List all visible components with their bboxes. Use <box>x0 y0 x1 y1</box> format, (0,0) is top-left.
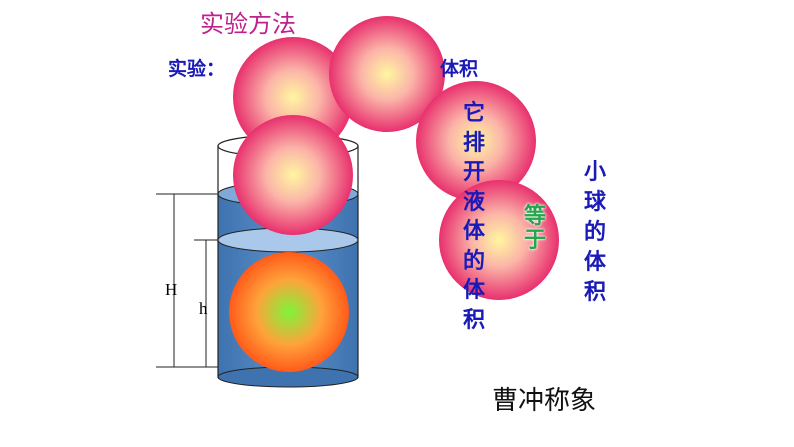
ball-volume-text: 小 球 的 体 积 <box>584 162 606 312</box>
char: 开 <box>463 160 486 185</box>
ball-top-of-cup <box>233 115 353 235</box>
char: 等 <box>524 204 547 229</box>
height-h-label: h <box>199 299 208 318</box>
height-H-label: H <box>165 280 178 299</box>
char: 于 <box>524 228 547 253</box>
ball-4 <box>439 180 559 300</box>
char: 小 <box>584 160 607 185</box>
char: 它 <box>463 101 486 126</box>
char: 液 <box>463 189 486 215</box>
ball-3 <box>416 81 536 201</box>
page-title: 实验方法 <box>200 10 296 38</box>
char: 球 <box>584 190 607 215</box>
char: 的 <box>463 248 486 274</box>
char: 积 <box>463 307 486 333</box>
ball-2 <box>329 16 445 132</box>
submerged-ball <box>229 252 349 372</box>
equals-text: 等 于 <box>524 206 546 254</box>
experiment-volume-label: 体积 <box>440 58 479 80</box>
experiment-label: 实验： <box>168 58 226 80</box>
caption: 曹冲称象 <box>492 386 597 416</box>
char: 体 <box>584 250 607 275</box>
char: 的 <box>584 220 607 245</box>
char: 体 <box>463 278 486 303</box>
char: 体 <box>463 219 486 244</box>
char: 积 <box>584 280 607 305</box>
char: 排 <box>463 130 486 156</box>
displaced-liquid-volume-text: 它 排 开 液 体 的 体 积 <box>463 103 485 339</box>
